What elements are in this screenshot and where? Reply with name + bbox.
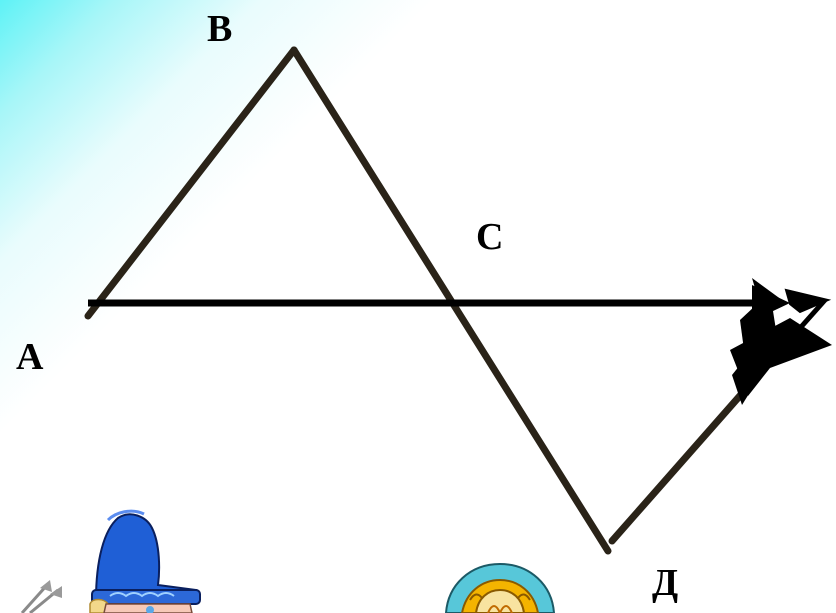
point-label-d: Д <box>652 562 679 604</box>
point-label-a: А <box>16 336 44 378</box>
bogatyr-illustration <box>20 509 201 613</box>
segment-d-arrow <box>608 386 749 545</box>
arrowhead-cluster <box>730 278 832 405</box>
point-label-b: В <box>207 8 233 50</box>
point-label-c: С <box>476 216 504 258</box>
kokoshnik-illustration <box>444 562 556 613</box>
segment-ab <box>84 46 298 320</box>
